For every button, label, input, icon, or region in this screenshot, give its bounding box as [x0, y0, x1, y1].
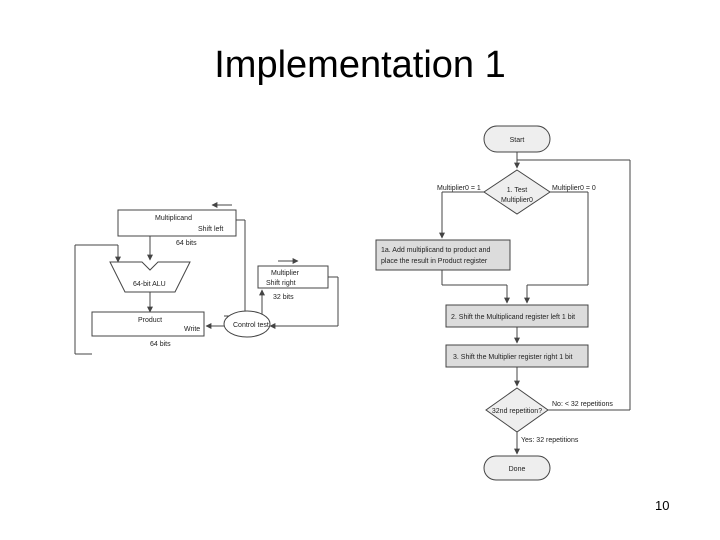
alu-label: 64-bit ALU	[133, 281, 166, 288]
product-write-label: Write	[184, 326, 200, 333]
step-3-label: 3. Shift the Multiplier register right 1…	[453, 354, 572, 361]
flowchart-labels: Start 1. Test Multiplier0 Multiplier0 = …	[381, 137, 613, 473]
test-diamond	[483, 169, 551, 215]
multiplicand-register	[117, 209, 237, 237]
product-label: Product	[138, 317, 162, 324]
product-register	[91, 311, 205, 337]
yes-branch-label: Yes: 32 repetitions	[521, 437, 579, 444]
width-32-label: 32 bits	[273, 294, 294, 301]
control-label: Control test	[233, 322, 269, 329]
branch-left-label: Multiplier0 = 1	[437, 185, 481, 192]
width-64-bottom-label: 64 bits	[150, 341, 171, 348]
width-64-top-label: 64 bits	[176, 240, 197, 247]
alu-shape	[109, 261, 191, 293]
step-2-label: 2. Shift the Multiplicand register left …	[451, 314, 575, 321]
multiplier-shift-label: Shift right	[266, 280, 296, 287]
test-label-line2: Multiplier0	[501, 197, 533, 204]
multiplicand-shift-label: Shift left	[198, 226, 223, 233]
slide-number: 10	[655, 498, 670, 513]
branch-right-label: Multiplier0 = 0	[552, 185, 596, 192]
flowchart	[375, 125, 631, 481]
control-test-node	[223, 310, 271, 338]
done-label: Done	[509, 466, 526, 473]
datapath-labels: Multiplicand Shift left 64 bits 64-bit A…	[133, 215, 300, 348]
done-node	[483, 455, 551, 481]
step-1a-label-line2: place the result in Product register	[381, 258, 488, 265]
multiplier-label: Multiplier	[271, 270, 300, 277]
no-branch-label: No: < 32 repetitions	[552, 401, 613, 408]
datapath	[74, 202, 339, 355]
decision-label: 32nd repetition?	[492, 408, 542, 415]
step-1a-box	[375, 239, 511, 271]
multiplicand-label: Multiplicand	[155, 215, 192, 222]
test-label-line1: 1. Test	[507, 187, 528, 194]
slide-title: Implementation 1	[214, 44, 506, 86]
start-label: Start	[510, 137, 525, 144]
step-1a-label-line1: 1a. Add multiplicand to product and	[381, 247, 490, 254]
